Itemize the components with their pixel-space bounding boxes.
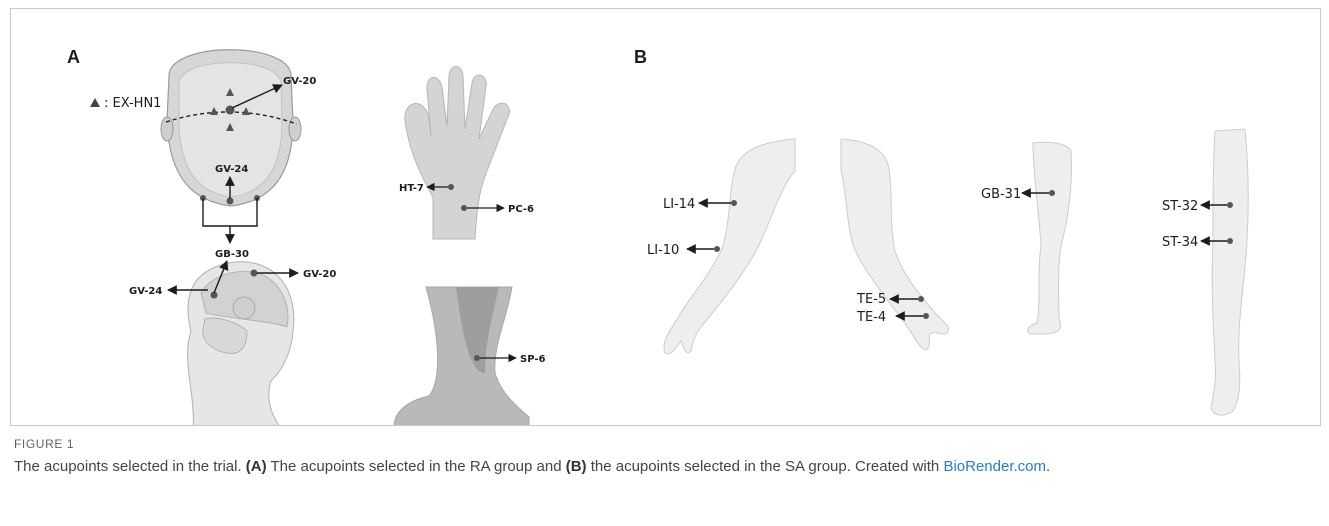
caption-a-text: The acupoints selected in the RA group a… <box>267 458 566 475</box>
ht7-label: HT-7 <box>399 183 424 194</box>
caption-a-ref: (A) <box>246 458 267 475</box>
gb31-label: GB-31 <box>981 187 1021 202</box>
biorender-link[interactable]: BioRender.com <box>943 458 1046 475</box>
ht7-point <box>448 184 454 190</box>
gb30-label: GB-30 <box>215 249 249 260</box>
li10-label: LI-10 <box>647 243 679 258</box>
gv20-point-side <box>251 270 258 277</box>
figure-label: FIGURE 1 <box>14 437 1314 451</box>
gv24-side-label: GV-24 <box>129 286 162 297</box>
acupoint-figure: A : EX-HN1 GV-20 GV-24 GB-30 GV-24 GV-20 <box>11 9 1320 425</box>
te5-label: TE-5 <box>856 292 886 307</box>
li14-point <box>731 200 737 206</box>
leg-lateral <box>1028 142 1072 334</box>
legend-ex-hn1: : EX-HN1 <box>104 96 161 111</box>
hand-wrist <box>405 67 510 240</box>
caption-b-ref: (B) <box>566 458 587 475</box>
sp6-point <box>474 355 480 361</box>
pc6-point <box>461 205 467 211</box>
li14-label: LI-14 <box>663 197 695 212</box>
gv20-side-label: GV-20 <box>303 269 336 280</box>
figure-frame: A : EX-HN1 GV-20 GV-24 GB-30 GV-24 GV-20 <box>10 8 1321 426</box>
te4-label: TE-4 <box>856 310 886 325</box>
figure-caption: The acupoints selected in the trial. (A)… <box>14 457 1314 477</box>
caption-b-text: the acupoints selected in the SA group. … <box>587 458 944 475</box>
gv24-top-label: GV-24 <box>215 164 248 175</box>
pc6-label: PC-6 <box>508 204 534 215</box>
gb31-point <box>1049 190 1055 196</box>
legend-triangle-icon <box>90 98 100 107</box>
panel-a-letter: A <box>67 47 80 67</box>
panel-b-letter: B <box>634 47 647 67</box>
caption-end: . <box>1046 458 1050 475</box>
gv20-top-label: GV-20 <box>283 76 316 87</box>
caption-intro: The acupoints selected in the trial. <box>14 458 246 475</box>
sp6-label: SP-6 <box>520 354 546 365</box>
leg-front <box>1211 129 1248 415</box>
st34-point <box>1227 238 1233 244</box>
te5-point <box>918 296 924 302</box>
figure-caption-block: FIGURE 1 The acupoints selected in the t… <box>14 437 1314 477</box>
st32-label: ST-32 <box>1162 199 1198 214</box>
st32-point <box>1227 202 1233 208</box>
st34-label: ST-34 <box>1162 235 1198 250</box>
head-side-view <box>188 262 294 425</box>
li10-point <box>714 246 720 252</box>
te4-point <box>923 313 929 319</box>
ankle-foot <box>394 287 529 425</box>
arm-left <box>664 139 795 354</box>
